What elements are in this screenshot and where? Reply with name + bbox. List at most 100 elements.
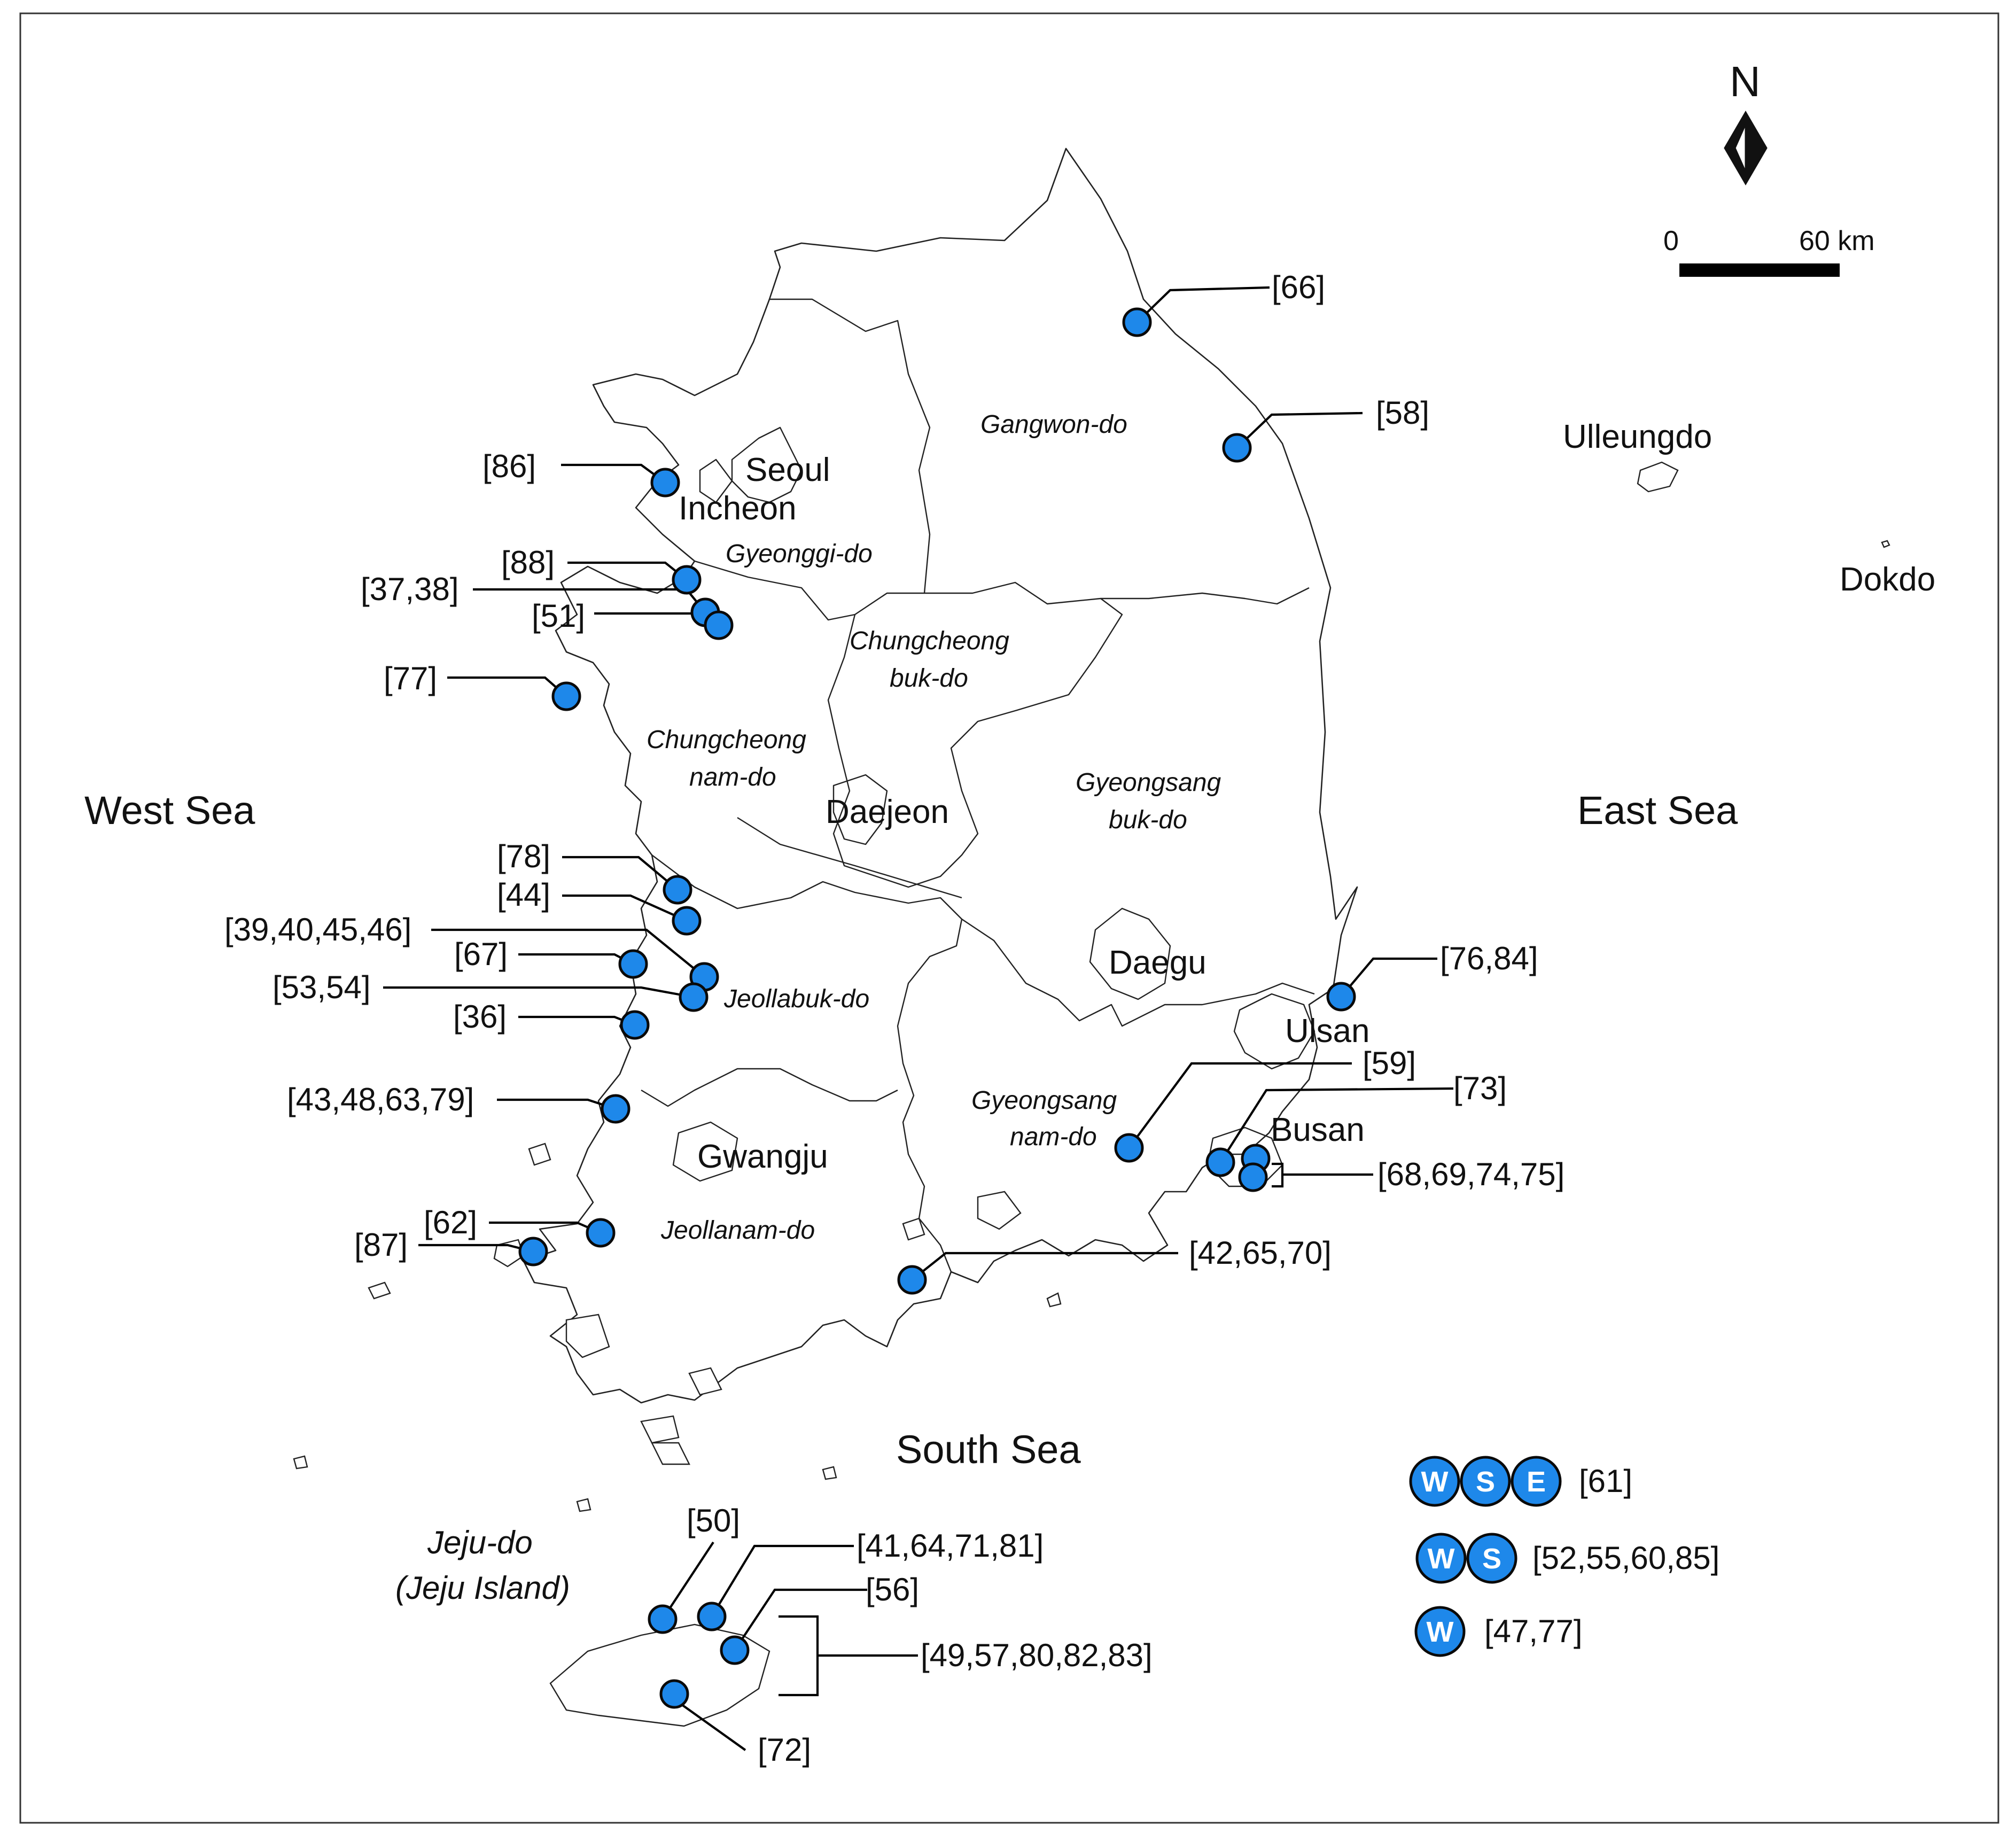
site-marker[interactable] — [1205, 1147, 1235, 1177]
leader-76-84 — [1340, 957, 1437, 998]
leader-73 — [1219, 1087, 1454, 1163]
site-marker[interactable] — [518, 1237, 548, 1266]
legend-label-row1: [61] — [1579, 1463, 1632, 1499]
leader-59 — [1128, 1062, 1352, 1149]
site-label-50: [50] — [687, 1503, 740, 1538]
legend-label-row2: [52,55,60,85] — [1532, 1540, 1719, 1576]
site-marker[interactable] — [551, 681, 581, 711]
site-marker[interactable] — [1238, 1162, 1268, 1192]
sea-label-west: West Sea — [84, 788, 255, 833]
site-label-36: [36] — [453, 999, 507, 1035]
boundary-chungbuk — [827, 598, 1123, 888]
city-label-seoul: Seoul — [745, 452, 830, 488]
leader-53-54 — [383, 986, 694, 999]
site-label-76-84: [76,84] — [1440, 941, 1538, 976]
site-marker[interactable] — [618, 949, 648, 979]
legend-letter-w: W — [1421, 1466, 1449, 1498]
province-label-jeju-1: Jeju-do — [427, 1525, 533, 1560]
site-label-88: [88] — [501, 545, 555, 580]
site-marker[interactable] — [650, 468, 680, 498]
site-marker[interactable] — [659, 1679, 689, 1709]
site-label-73: [73] — [1453, 1070, 1507, 1106]
site-marker[interactable] — [601, 1094, 631, 1124]
southwest-island-3 — [368, 1281, 391, 1300]
site-marker[interactable] — [720, 1635, 750, 1665]
legend-circle-w — [1415, 1533, 1467, 1584]
boundary-jeonbuk-south — [641, 1068, 898, 1107]
legend-circle-w — [1414, 1606, 1466, 1657]
legend-letter-s: S — [1476, 1466, 1495, 1498]
city-label-gwangju: Gwangju — [697, 1138, 828, 1175]
site-marker[interactable] — [1326, 982, 1356, 1012]
site-marker[interactable] — [1114, 1133, 1144, 1163]
site-label-49-57-80-82-83: [49,57,80,82,83] — [921, 1637, 1153, 1673]
site-label-59: [59] — [1363, 1045, 1416, 1081]
province-label-gyeonggi: Gyeonggi-do — [726, 540, 873, 568]
south-island-2 — [640, 1415, 680, 1444]
leader-43-48-63-79 — [497, 1098, 616, 1110]
south-island-4 — [902, 1217, 925, 1241]
leader-86 — [561, 463, 666, 484]
leader-49-57-80-82-83 — [779, 1615, 918, 1697]
scale-end-label: 60 km — [1799, 226, 1875, 257]
site-label-39-40-45-46: [39,40,45,46] — [224, 912, 411, 947]
leader-44 — [562, 894, 687, 922]
site-label-77: [77] — [384, 660, 437, 696]
dokdo-island — [1881, 540, 1890, 548]
sea-label-south: South Sea — [896, 1427, 1081, 1472]
boundary-chungnam-south — [651, 854, 963, 1272]
ulleungdo-island — [1637, 461, 1679, 493]
legend-circle-s — [1460, 1456, 1511, 1507]
daegu-outline — [1089, 907, 1171, 1000]
legend: W S E [61] W S [52,55,60,85] W [47,77] — [1409, 1456, 1719, 1657]
site-marker[interactable] — [586, 1218, 616, 1248]
site-label-53-54: [53,54] — [273, 969, 371, 1005]
leader-68-69-74-75 — [1272, 1162, 1373, 1188]
site-marker[interactable] — [697, 1602, 727, 1631]
site-label-58: [58] — [1376, 395, 1429, 431]
site-marker[interactable] — [663, 875, 692, 905]
legend-circle-s — [1466, 1533, 1517, 1584]
site-marker[interactable] — [648, 1604, 678, 1634]
jeju-island — [549, 1623, 770, 1727]
legend-letter-s: S — [1482, 1543, 1501, 1575]
incheon-outline — [699, 458, 733, 503]
scale-bar — [1679, 263, 1840, 277]
province-label-jeju-2: (Jeju Island) — [395, 1570, 570, 1606]
south-island-6 — [1046, 1292, 1062, 1308]
site-label-44: [44] — [497, 877, 550, 913]
site-marker[interactable] — [897, 1265, 927, 1295]
site-marker[interactable] — [672, 906, 702, 936]
site-marker[interactable] — [679, 982, 709, 1012]
leader-56 — [734, 1588, 867, 1651]
site-marker[interactable] — [1222, 433, 1252, 463]
southwest-island-1 — [528, 1143, 551, 1166]
city-label-ulleungdo: Ulleungdo — [1563, 418, 1712, 455]
site-label-87: [87] — [354, 1227, 408, 1263]
southwest-island-4 — [565, 1314, 610, 1358]
north-label: N — [1730, 58, 1761, 105]
site-marker[interactable] — [620, 1010, 650, 1040]
boundary-gangwon — [769, 298, 1310, 605]
province-label-chungnam-1: Chungcheong — [647, 726, 806, 754]
site-marker[interactable] — [704, 610, 734, 640]
site-label-51: [51] — [532, 598, 585, 634]
map-frame — [19, 12, 1999, 1824]
legend-circle-e — [1511, 1456, 1562, 1507]
south-island-3 — [651, 1442, 690, 1465]
mainland-outline — [523, 147, 1358, 1404]
leader-72 — [673, 1698, 746, 1751]
legend-letter-e: E — [1527, 1466, 1546, 1498]
province-label-jeonbuk: Jeollabuk-do — [723, 985, 869, 1013]
gwangju-outline — [672, 1121, 738, 1182]
site-marker[interactable] — [672, 565, 702, 595]
province-label-gyeongnam-1: Gyeongsang — [971, 1086, 1117, 1115]
province-label-chungbuk-1: Chungcheong — [850, 627, 1009, 655]
ulsan-outline — [1233, 993, 1316, 1070]
north-arrow-icon — [1724, 111, 1768, 185]
site-label-66: [66] — [1272, 269, 1325, 305]
site-marker[interactable] — [1122, 307, 1152, 337]
leader-39-40-45-46 — [431, 928, 705, 978]
province-label-jeonnam: Jeollanam-do — [660, 1216, 815, 1245]
site-label-67: [67] — [454, 936, 508, 972]
